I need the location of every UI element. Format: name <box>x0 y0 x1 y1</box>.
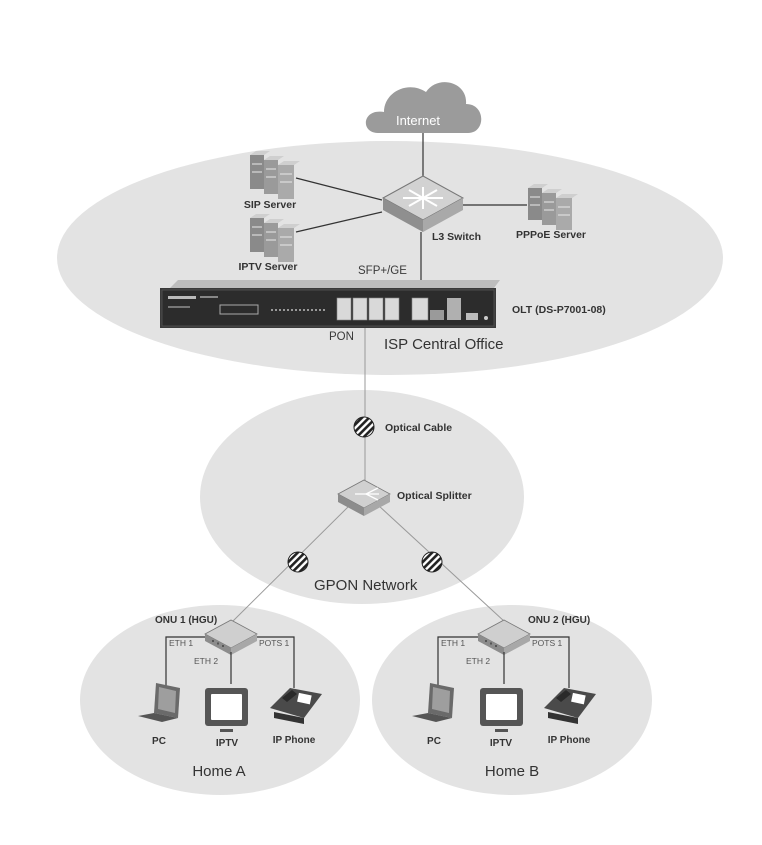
ip-phone-a-label: IP Phone <box>273 735 316 746</box>
iptv-a-label: IPTV <box>216 738 239 749</box>
b-eth1-label: ETH 1 <box>441 638 465 648</box>
fiber-marker-b-icon <box>421 551 443 573</box>
onu-2-icon <box>477 619 531 655</box>
a-pots-label: POTS 1 <box>259 638 290 648</box>
internet-label: Internet <box>396 113 440 128</box>
home-a-label: Home A <box>192 763 245 780</box>
ip-phone-b-icon <box>544 688 596 724</box>
onu-1-label: ONU 1 (HGU) <box>155 615 217 626</box>
iptv-server-label: IPTV Server <box>239 261 298 273</box>
onu-1-icon <box>204 619 258 655</box>
link-b-pots <box>530 636 570 688</box>
pc-a-label: PC <box>152 736 166 747</box>
optical-splitter-icon <box>337 479 391 516</box>
ip-phone-b-label: IP Phone <box>548 735 591 746</box>
sfp-label: SFP+/GE <box>358 265 407 277</box>
link-b-eth1 <box>437 636 478 688</box>
fiber-marker-a-icon <box>287 551 309 573</box>
link-sip-switch <box>295 177 383 201</box>
isp-zone-label: ISP Central Office <box>384 336 504 353</box>
l3-switch-icon <box>381 175 465 232</box>
iptv-b-label: IPTV <box>490 738 513 749</box>
sip-server-label: SIP Server <box>244 199 296 211</box>
home-b-label: Home B <box>485 763 539 780</box>
pc-a-icon <box>138 683 180 722</box>
pppoe-server-label: PPPoE Server <box>516 229 586 241</box>
pon-label: PON <box>329 331 354 343</box>
olt-label: OLT (DS-P7001-08) <box>512 304 606 316</box>
pc-b-icon <box>412 683 454 722</box>
optical-cable-icon <box>353 416 375 438</box>
a-eth2-label: ETH 2 <box>194 656 218 666</box>
a-eth1-label: ETH 1 <box>169 638 193 648</box>
b-eth2-label: ETH 2 <box>466 656 490 666</box>
sip-server-icon <box>250 151 300 199</box>
iptv-a-icon <box>205 688 248 732</box>
b-pots-label: POTS 1 <box>532 638 563 648</box>
pc-b-label: PC <box>427 736 441 747</box>
optical-splitter-label: Optical Splitter <box>397 490 472 502</box>
iptv-b-icon <box>480 688 523 732</box>
onu-2-label: ONU 2 (HGU) <box>528 615 590 626</box>
gpon-zone-label: GPON Network <box>314 577 418 594</box>
olt-device <box>160 280 500 328</box>
link-iptv-switch <box>295 211 383 233</box>
link-a-eth1 <box>165 636 205 688</box>
ip-phone-a-icon <box>270 688 322 724</box>
l3-switch-label: L3 Switch <box>432 231 481 243</box>
iptv-server-icon <box>250 214 300 262</box>
link-a-pots <box>257 636 295 688</box>
cloud-icon: Internet <box>365 82 482 133</box>
optical-cable-label: Optical Cable <box>385 422 452 434</box>
pppoe-server-icon <box>528 184 578 230</box>
